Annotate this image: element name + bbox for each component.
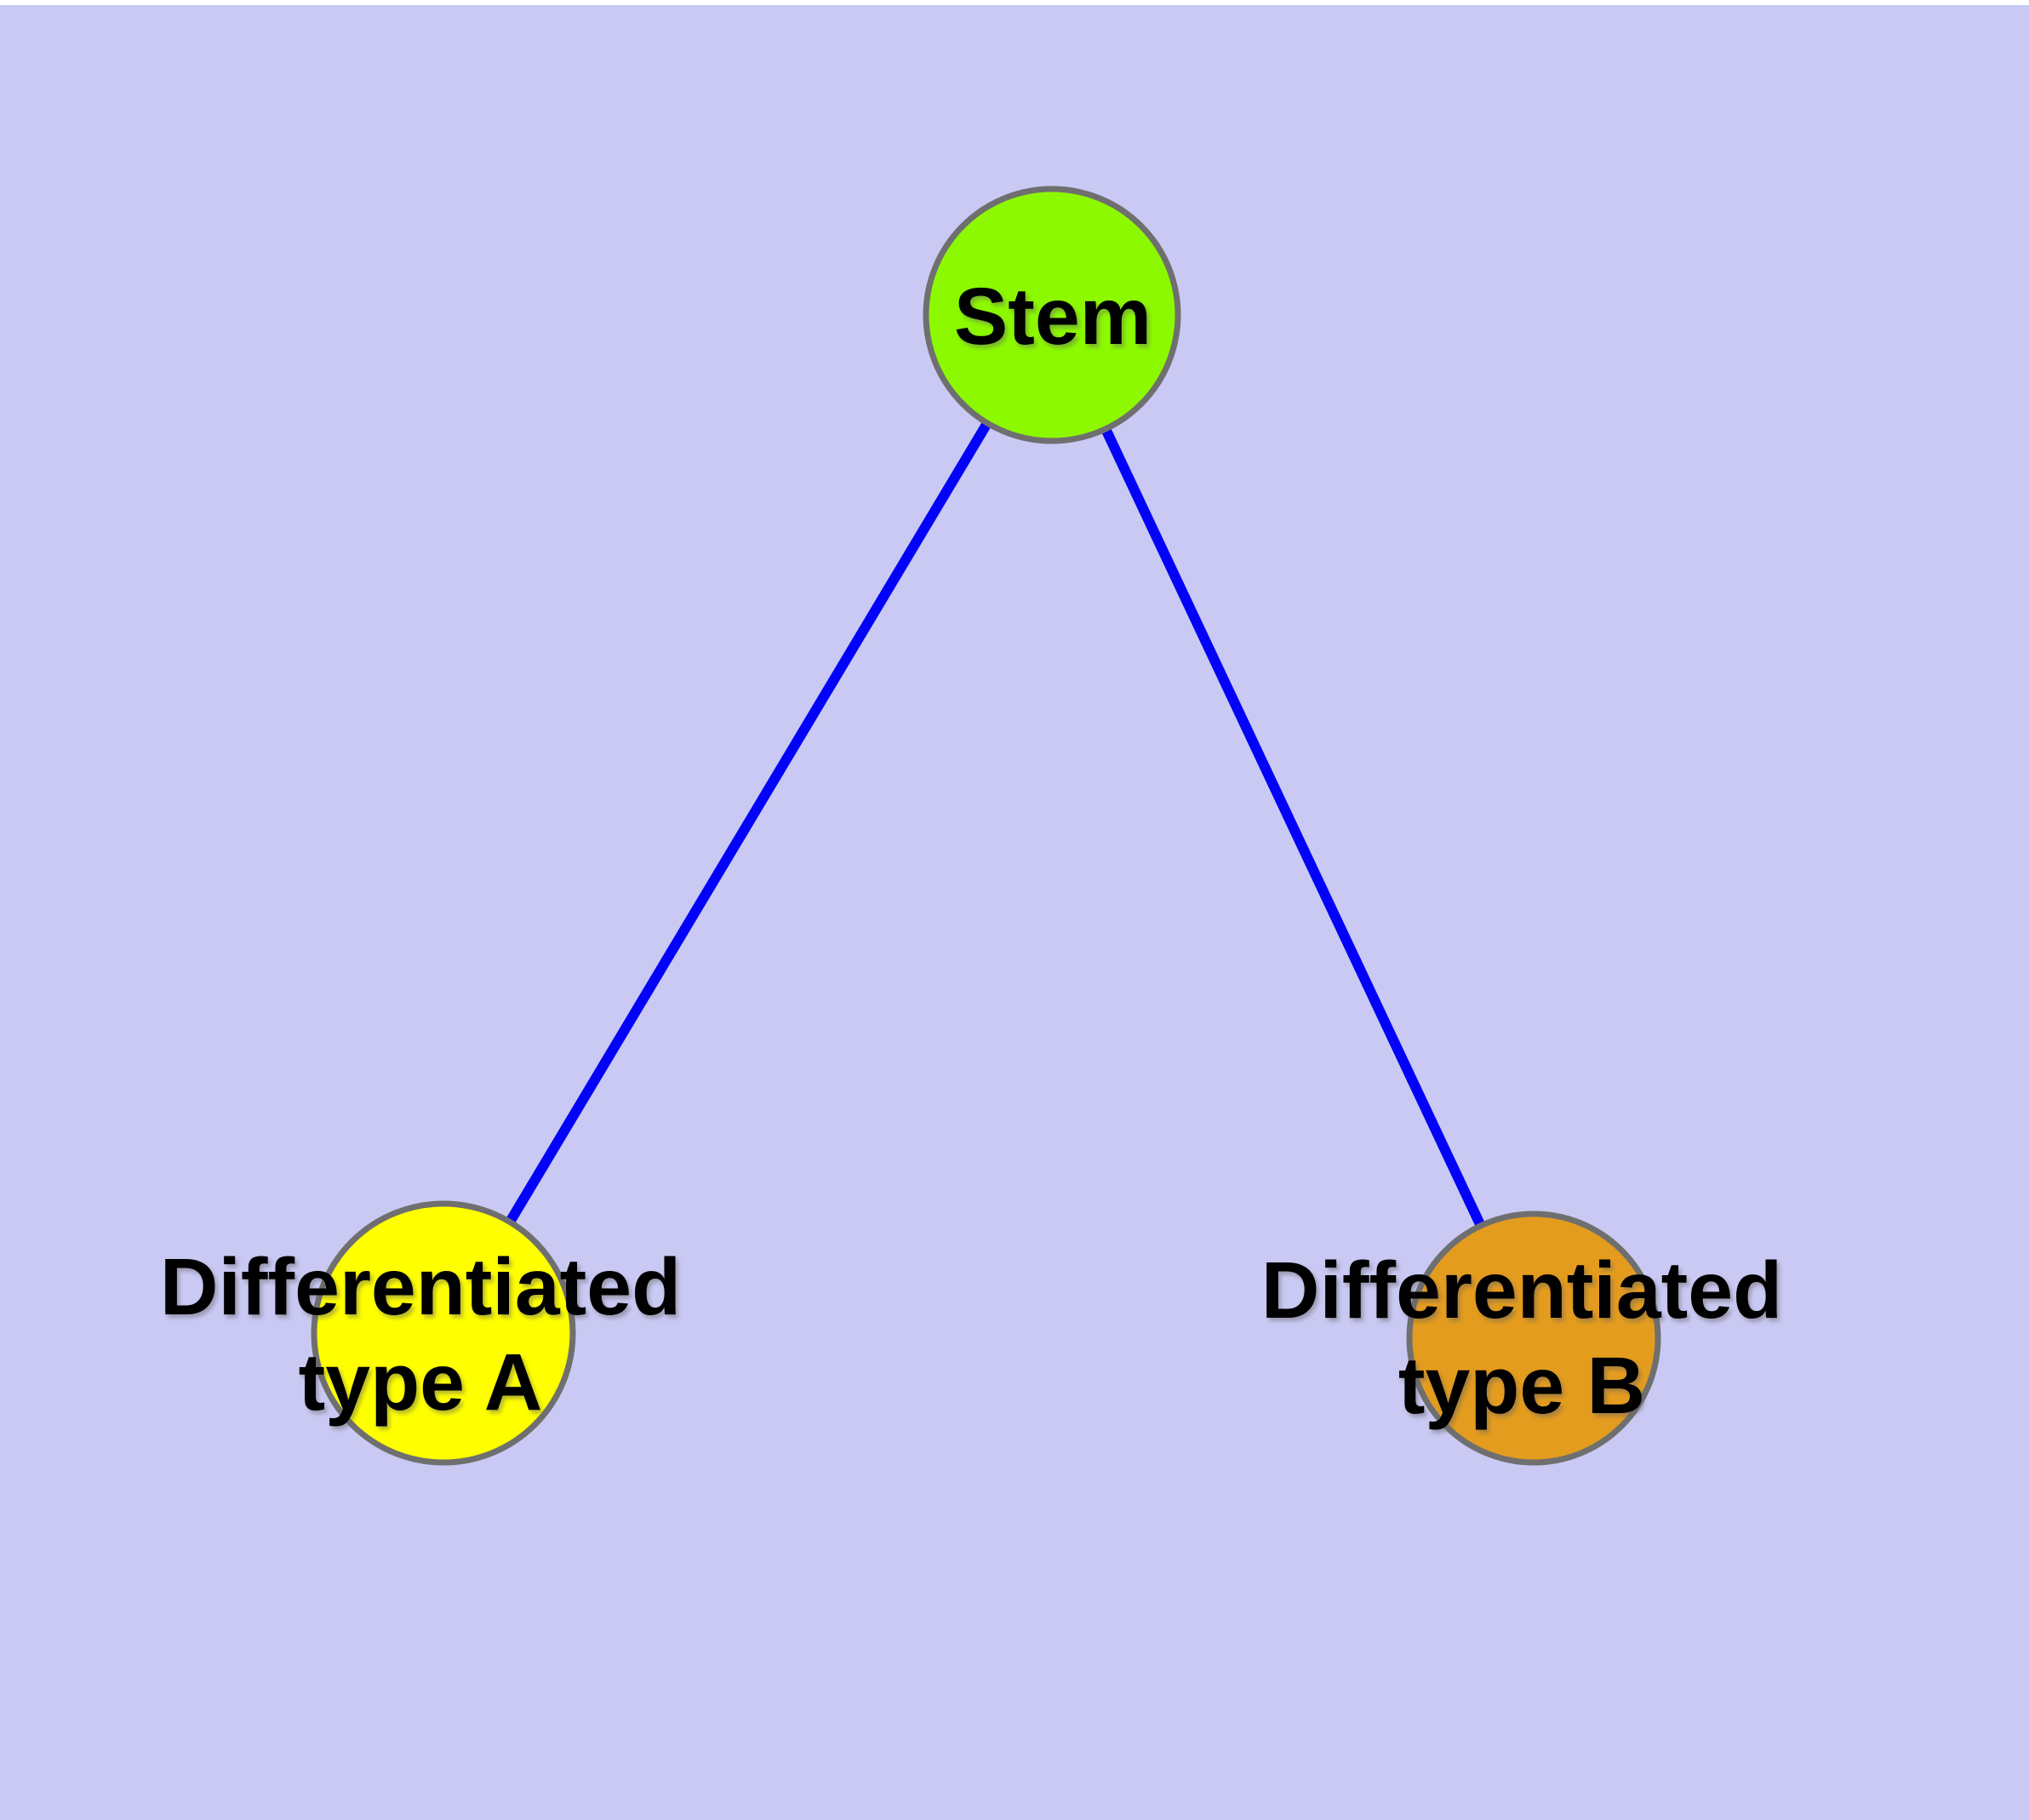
edge-stem-to-type-a xyxy=(438,312,1057,1336)
node-differentiated-type-a xyxy=(311,1200,576,1466)
edge-stem-to-type-b xyxy=(1047,312,1539,1341)
node-stem xyxy=(923,186,1181,444)
node-differentiated-type-b xyxy=(1406,1210,1661,1466)
